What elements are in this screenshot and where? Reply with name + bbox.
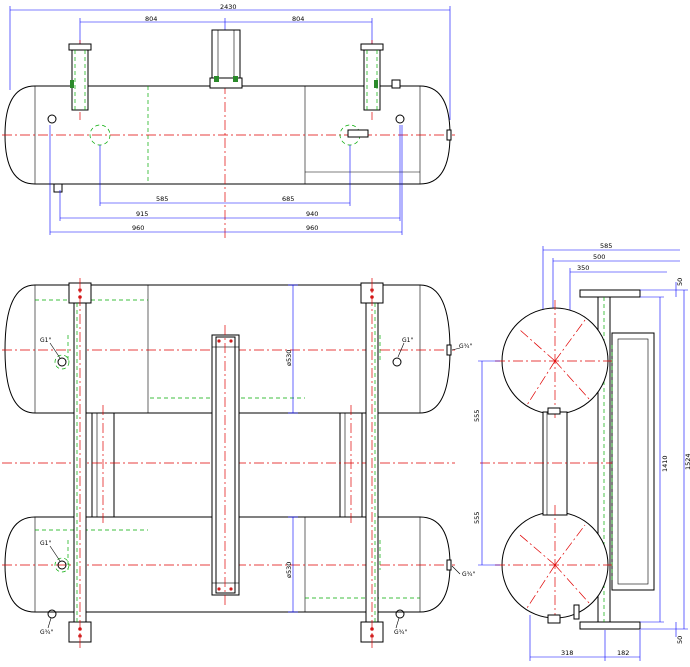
label-g34-lower: G¾" — [462, 571, 475, 578]
dim-right-top: 804 — [292, 15, 304, 23]
dim-1410: 1410 — [661, 455, 669, 472]
nameplate-icon — [347, 129, 369, 138]
label-g1-upper-right: G1" — [402, 337, 413, 344]
nozzle-right-icon — [395, 114, 405, 124]
side-connector-neck — [542, 411, 568, 516]
support-post-right — [360, 43, 384, 111]
nozzle-g1-lower-left-icon — [57, 560, 67, 570]
plan-view: G1" G1" G¾" G1" G¾" G¾" G¾" ø530 ø530 — [2, 278, 475, 648]
side-bottom-flange — [579, 621, 641, 630]
dim-555-upper: 555 — [473, 410, 481, 422]
dim-bottom-50: 50 — [676, 636, 684, 644]
top-view: 2430 804 804 — [2, 3, 455, 240]
dim-diameter-upper: ø530 — [285, 350, 293, 366]
dim-bottom-right: 960 — [306, 224, 318, 232]
nozzle-left-icon — [47, 114, 57, 124]
dim-585: 585 — [600, 242, 612, 250]
dim-lower-left: 915 — [136, 210, 148, 218]
side-view: 585 500 350 — [473, 242, 690, 661]
dim-inner-right: 685 — [282, 195, 294, 203]
drain-bottom-right-icon — [395, 609, 405, 619]
support-post-center — [209, 29, 243, 89]
side-top-flange — [579, 289, 641, 298]
frame-bar-left — [68, 278, 92, 648]
dim-left-top: 804 — [145, 15, 157, 23]
dim-overall: 2430 — [220, 3, 237, 11]
dim-182: 182 — [617, 649, 629, 657]
frame-bar-right — [360, 278, 384, 648]
dim-inner-left: 585 — [156, 195, 168, 203]
side-beam — [611, 332, 655, 591]
nozzle-g1-upper-left-icon — [57, 357, 67, 367]
side-top-dimensions: 585 500 350 — [542, 242, 680, 330]
dim-318: 318 — [561, 649, 573, 657]
label-g1-lower-left: G1" — [40, 540, 51, 547]
dim-top-50: 50 — [676, 278, 684, 286]
frame-beam-center — [211, 325, 240, 605]
nozzle-g1-upper-right-icon — [392, 357, 402, 367]
dim-500: 500 — [593, 253, 605, 261]
drain-bottom-left-icon — [47, 609, 57, 619]
dim-lower-right: 940 — [306, 210, 318, 218]
label-g1-upper-left: G1" — [40, 337, 51, 344]
drain-nozzle-icon — [53, 183, 63, 193]
bottom-dimensions: 585 685 915 940 960 960 — [49, 125, 403, 235]
label-g34-bottom-right: G¾" — [394, 629, 407, 636]
dim-555-lower: 555 — [473, 512, 481, 524]
label-g34-upper: G¾" — [459, 343, 472, 350]
dim-350: 350 — [577, 264, 589, 272]
dim-diameter-lower: ø530 — [285, 562, 293, 578]
dim-bottom-left: 960 — [132, 224, 144, 232]
support-post-left — [68, 43, 92, 111]
label-g34-bottom-left: G¾" — [40, 629, 53, 636]
top-dimensions: 2430 804 804 — [9, 3, 451, 120]
dim-1524: 1524 — [684, 453, 690, 470]
